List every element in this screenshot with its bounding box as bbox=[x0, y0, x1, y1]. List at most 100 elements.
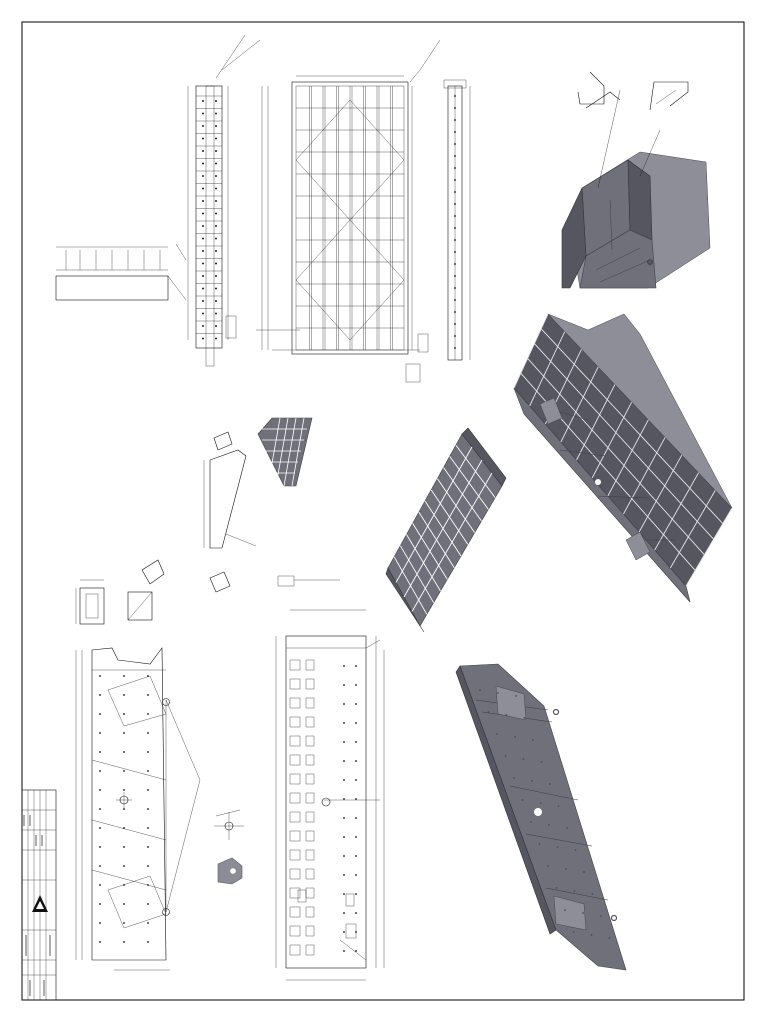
title-block bbox=[21, 789, 57, 1001]
plate-hole-dot bbox=[540, 761, 543, 763]
hole-dot bbox=[99, 941, 101, 943]
hole-dot bbox=[355, 779, 357, 781]
rib-box bbox=[289, 792, 301, 804]
bolt-dot bbox=[202, 225, 204, 227]
rib-box bbox=[305, 678, 315, 690]
bolt-dot bbox=[215, 212, 217, 215]
hole-dot bbox=[99, 827, 101, 829]
hole-dot bbox=[99, 732, 101, 734]
hole-dot bbox=[147, 694, 149, 696]
hole-dot bbox=[343, 703, 345, 705]
plate-hole-dot bbox=[583, 871, 585, 873]
rib-box bbox=[305, 925, 315, 937]
hole-dot bbox=[99, 846, 101, 848]
hole-dot bbox=[343, 931, 345, 933]
hole-dot bbox=[355, 912, 357, 914]
bolt-dot bbox=[215, 162, 217, 165]
assembly-grid-line bbox=[513, 313, 549, 389]
plate-hole-dot bbox=[505, 714, 508, 716]
hole-dot bbox=[147, 713, 149, 715]
hole-dot bbox=[343, 798, 345, 800]
hole-dot bbox=[123, 941, 125, 943]
assembly-grid-line bbox=[669, 490, 716, 569]
hole-dot bbox=[355, 741, 357, 743]
hole-dot bbox=[123, 770, 125, 772]
bolt-dot bbox=[215, 125, 217, 127]
hole-dot bbox=[123, 751, 125, 753]
rib-box bbox=[289, 925, 301, 937]
hole-dot bbox=[123, 884, 125, 886]
bolt-dot bbox=[454, 347, 456, 349]
hole-dot bbox=[343, 684, 345, 686]
plate-hole-dot bbox=[566, 827, 568, 829]
bracket-details bbox=[75, 559, 165, 625]
hole-dot bbox=[343, 893, 345, 895]
top-frame-end-view bbox=[405, 79, 471, 383]
bolt-dot bbox=[215, 312, 217, 315]
assembly-grid-line bbox=[527, 358, 705, 556]
plate-hole-dot bbox=[539, 802, 542, 804]
hole-dot bbox=[355, 817, 357, 819]
assembly-grid-line bbox=[654, 472, 699, 551]
rib-box bbox=[305, 716, 315, 728]
assembly-grid-line bbox=[607, 419, 649, 497]
hole-dot bbox=[123, 675, 125, 677]
bolt-dot bbox=[202, 337, 204, 340]
plate-hole-dot bbox=[547, 865, 549, 867]
hole-dot bbox=[99, 808, 101, 810]
bolt-dot bbox=[215, 250, 217, 252]
rib-box bbox=[289, 697, 301, 709]
plate-hole-dot bbox=[504, 755, 507, 757]
plate-hole-dot bbox=[572, 931, 575, 933]
deck-grid-line bbox=[403, 459, 483, 598]
bolt-dot bbox=[202, 112, 204, 115]
rib-box bbox=[289, 773, 301, 785]
plate-hole-dot bbox=[523, 717, 526, 719]
hole-dot bbox=[123, 846, 125, 848]
hole-dot bbox=[355, 893, 357, 895]
rib-box bbox=[305, 849, 315, 861]
rib-box bbox=[289, 754, 301, 766]
bolt-dot bbox=[202, 237, 204, 240]
rib-box bbox=[289, 830, 301, 842]
plate-hole-dot bbox=[521, 799, 524, 801]
bolt-dot bbox=[454, 215, 456, 217]
bolt-dot bbox=[202, 200, 204, 202]
bolt-dot bbox=[454, 239, 456, 241]
rib-box bbox=[289, 944, 301, 956]
plate-hole-dot bbox=[515, 695, 517, 697]
rib-box bbox=[289, 735, 301, 747]
hole-dot bbox=[99, 713, 101, 715]
hole-dot bbox=[99, 751, 101, 753]
hole-dot bbox=[355, 665, 357, 667]
bolt-dot bbox=[215, 137, 217, 140]
rib-box bbox=[305, 887, 315, 899]
rib-box bbox=[289, 716, 301, 728]
plate-hole-dot bbox=[531, 780, 533, 782]
hole-dot bbox=[343, 855, 345, 857]
bolt-dot bbox=[215, 237, 217, 240]
hole-dot bbox=[123, 808, 125, 810]
hole-dot bbox=[147, 789, 149, 791]
hole-dot bbox=[147, 808, 149, 810]
rib-box bbox=[289, 887, 301, 899]
bolt-dot bbox=[202, 287, 204, 290]
hole-dot bbox=[343, 874, 345, 876]
iso-corner-detail-render bbox=[561, 71, 711, 289]
hole-dot bbox=[355, 798, 357, 800]
iso-grid-detail-render bbox=[257, 417, 313, 487]
plate-hole-dot bbox=[479, 689, 481, 691]
hole-dot bbox=[343, 665, 345, 667]
bolt-dot bbox=[215, 100, 217, 102]
plate-hole-dot bbox=[574, 849, 577, 851]
rib-box bbox=[305, 773, 315, 785]
bolt-dot bbox=[454, 203, 456, 205]
bolt-dot bbox=[454, 227, 456, 229]
iso-side-plate-render bbox=[455, 663, 627, 971]
rib-box bbox=[305, 906, 315, 918]
plate-hole-dot bbox=[487, 711, 490, 713]
bolt-dot bbox=[454, 299, 456, 301]
bolt-dot bbox=[454, 287, 456, 289]
iso-deck-render bbox=[385, 427, 507, 633]
bolt-dot bbox=[215, 325, 217, 327]
